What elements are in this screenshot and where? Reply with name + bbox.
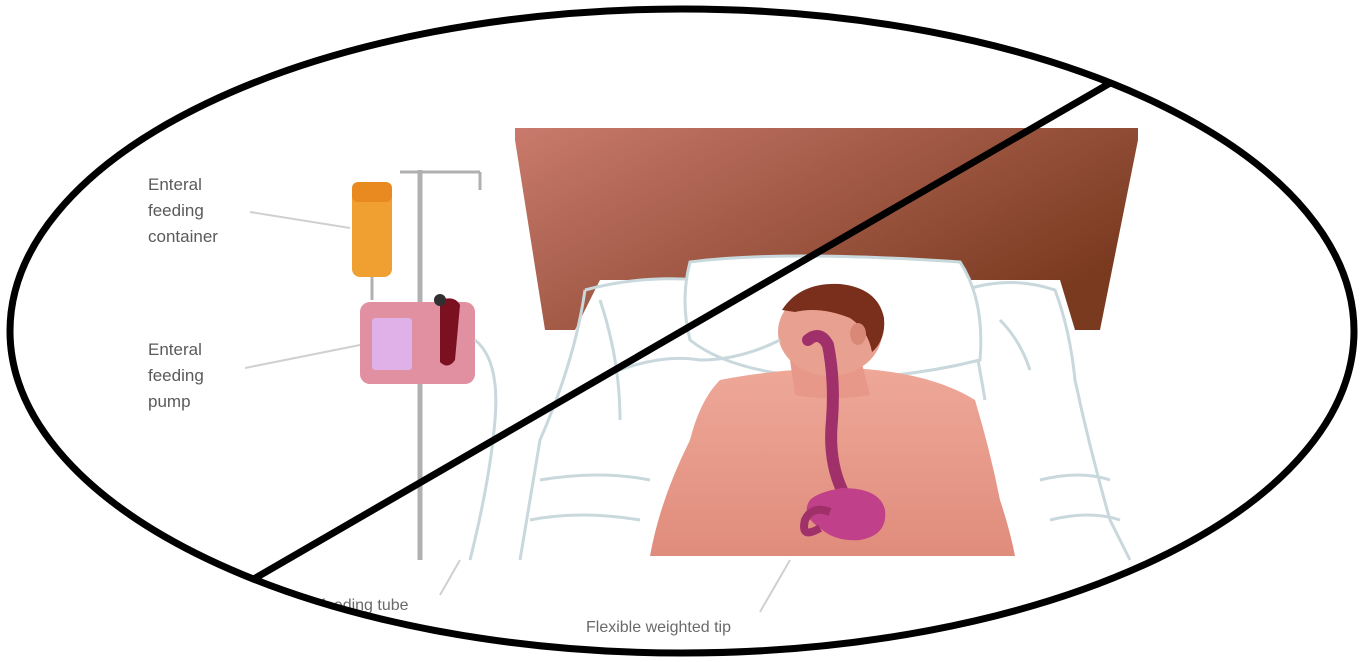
no-symbol-icon [10,9,1354,653]
feeding-pump [360,294,475,384]
label-pump-line1: Enteral [148,340,202,359]
label-pump-line2: feeding [148,366,204,385]
feeding-container [352,182,392,300]
label-weighted-tip: Flexible weighted tip [586,619,731,636]
label-pump-line3: pump [148,392,191,411]
label-container-line2: feeding [148,201,204,220]
patient-ear [850,323,866,345]
illustration: Enteral feeding container Enteral feedin… [148,128,1138,636]
label-container-line3: container [148,227,218,246]
label-container-line1: Enteral [148,175,202,194]
